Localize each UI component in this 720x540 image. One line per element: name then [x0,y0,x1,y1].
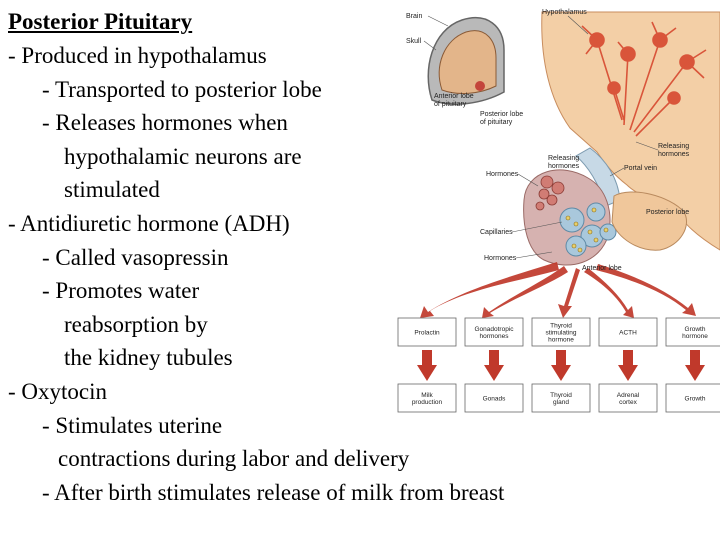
down-arrow [484,350,504,381]
target-box [665,383,720,413]
hormone-box [464,317,524,347]
target-box-label: Growth [685,396,706,403]
hormone-box-label: Prolactin [414,330,440,337]
label-anterior-lobe-of-pituitary-1: Anterior lobe [434,93,474,100]
text-line: - Releases hormones when [42,110,288,135]
down-arrow [685,350,705,381]
hypothalamic-neurons [581,21,707,137]
capillary-network [559,202,617,257]
hormone-box [598,317,658,347]
text-line: - Oxytocin [8,379,108,404]
target-box-label: gland [553,399,569,406]
label-anterior-lobe: Anterior lobe [582,265,622,272]
hypothalamus-tissue [541,11,720,251]
target-box-label: Gonads [483,396,507,403]
text-line: contractions during labor and delivery [58,446,410,471]
label-hormones-lower: Hormones [484,255,517,262]
head-inset [427,17,505,105]
down-arrow [551,350,571,381]
target-box-label: Thyroid [550,392,572,399]
label-hormones-upper: Hormones [486,171,519,178]
text-line: the kidney tubules [64,345,233,370]
label-releasing-hormones-right-2: hormones [658,151,690,158]
label-posterior-lobe-of-pituitary-2: of pituitary [480,119,513,126]
release-arrows-upper [420,262,696,318]
label-capillaries: Capillaries [480,229,513,236]
label-hypothalamus: Hypothalamus [542,9,587,16]
label-posterior-lobe-of-pituitary-1: Posterior lobe [480,111,523,118]
hormone-box [397,317,457,347]
hormone-box-label: Gonadotropic [474,326,514,333]
hormone-box-label: hormones [480,333,510,340]
hormone-box-label: ACTH [619,330,637,337]
pituitary-marker [475,81,485,91]
hormone-box-label: hormone [682,333,708,340]
text-line: - After birth stimulates release of milk… [42,480,505,505]
text-line: - Promotes water [42,278,200,303]
label-releasing-hormones-right-1: Releasing [658,143,689,150]
target-box [531,383,591,413]
target-box-label: Milk [421,392,433,399]
target-arrows [417,350,705,381]
target-box-label: cortex [619,399,637,406]
text-line: - Stimulates uterine [42,413,223,438]
target-box [598,383,658,413]
text-line: hypothalamic neurons are [64,144,302,169]
text-line: stimulated [64,177,160,202]
posterior-lobe-shape [611,191,687,251]
label-anterior-lobe-of-pituitary-2: of pituitary [434,101,467,108]
hormone-box-label: Thyroid [550,323,572,330]
label-releasing-hormones-mid-2: hormones [548,163,580,170]
down-arrow [618,350,638,381]
target-box [397,383,457,413]
hormone-box-label: Growth [685,326,706,333]
target-box-label: production [412,399,443,406]
text-line: - Called vasopressin [42,245,229,270]
hormone-granules [565,207,609,253]
label-releasing-hormones-mid-1: Releasing [548,155,579,162]
label-skull: Skull [406,38,422,45]
label-posterior-lobe: Posterior lobe [646,209,689,216]
hormone-box-label: stimulating [545,330,576,337]
target-box [464,383,524,413]
text-line: - Transported to posterior lobe [42,77,322,102]
label-portal-vein: Portal vein [624,165,657,172]
releasing-hormone-cluster [535,175,565,211]
text-line: - Antidiuretic hormone (ADH) [8,211,290,236]
slide-title: Posterior Pituitary [8,9,193,34]
text-line: - Produced in hypothalamus [8,43,267,68]
hormone-box-label: hormone [548,337,574,344]
text-line: reabsorption by [64,312,208,337]
hormone-box [665,317,720,347]
label-brain: Brain [406,13,422,20]
down-arrow [417,350,437,381]
hormone-box [531,317,591,347]
target-box-label: Adrenal [617,392,640,399]
